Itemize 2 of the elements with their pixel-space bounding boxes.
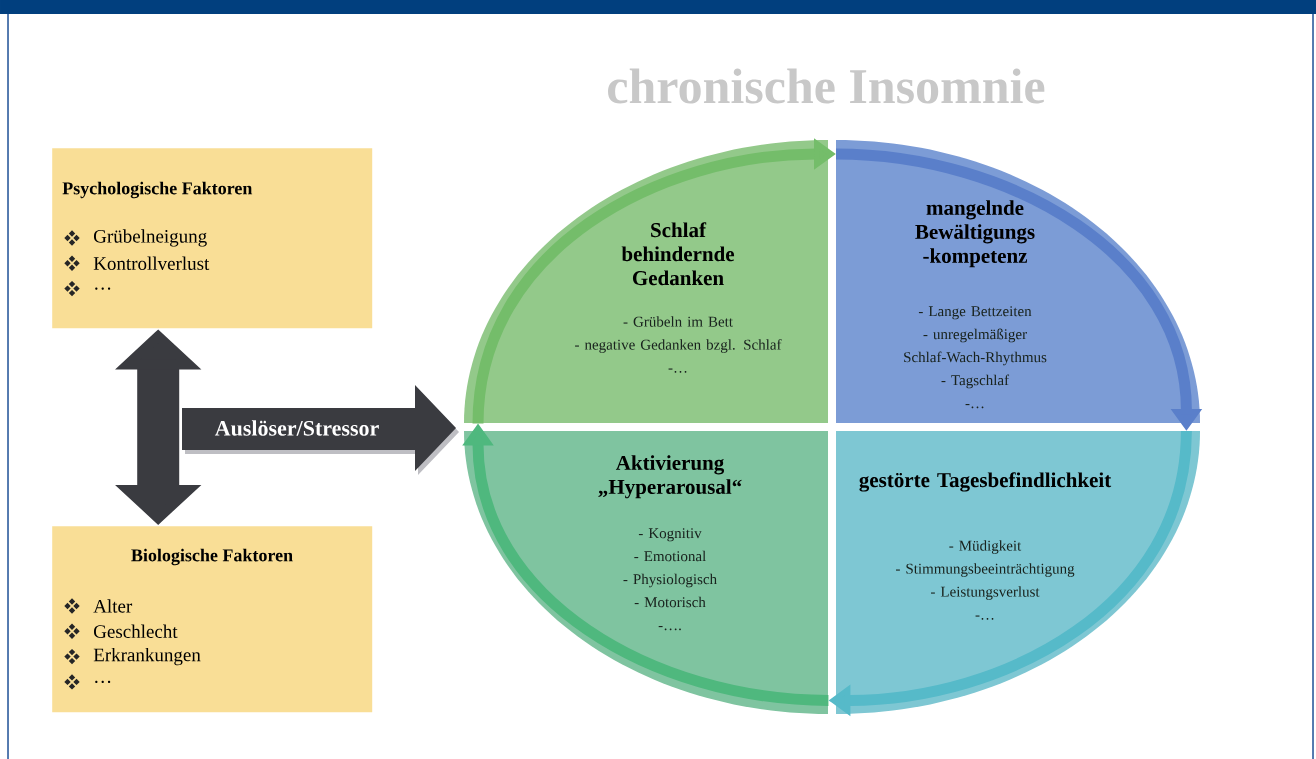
factor-box: Psychologische Faktoren Grübelneigung Kontrollverlust … xyxy=(52,148,373,329)
factor-box: Biologische Faktoren Alter Geschlecht Erkrankungen … xyxy=(52,526,373,713)
